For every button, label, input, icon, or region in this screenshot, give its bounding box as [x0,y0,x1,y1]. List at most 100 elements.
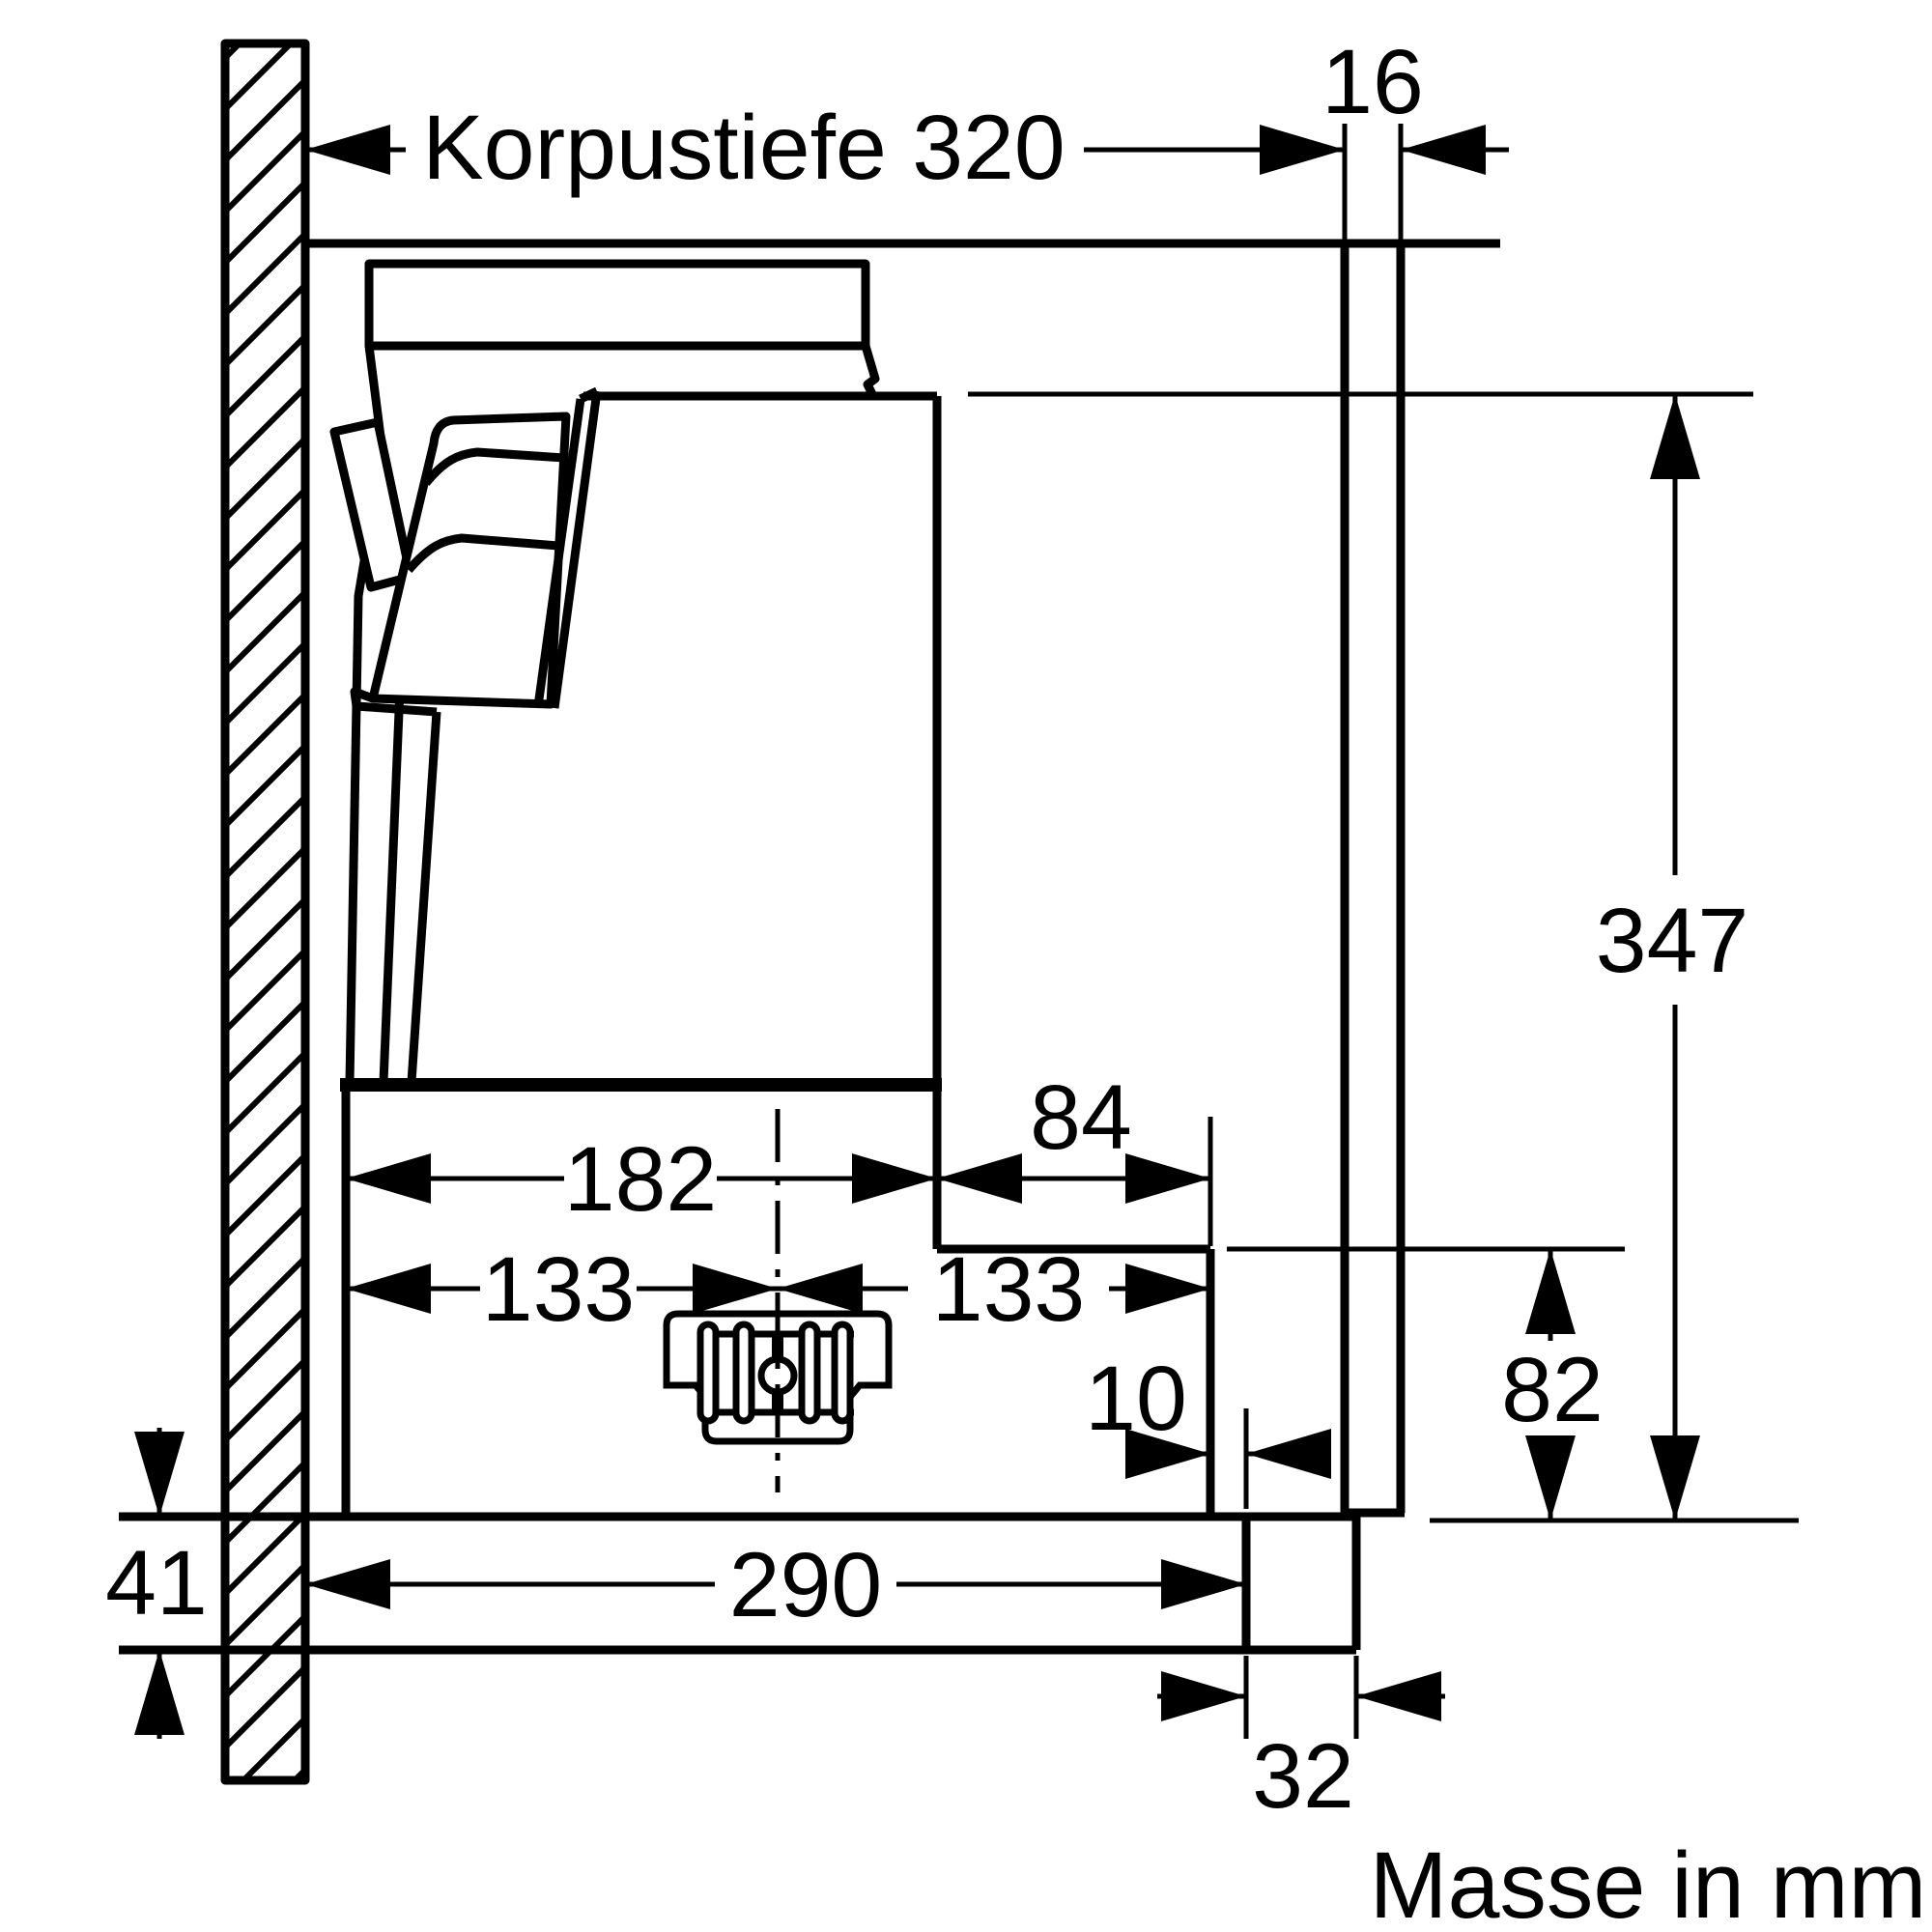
dimension-32 [1157,1656,1445,1739]
hatch-line [225,1511,305,1597]
arrowhead-left-icon [1401,125,1486,175]
arrowhead-left-icon [1246,1429,1331,1479]
pullout-rear-strip-inner [550,390,602,709]
hatch-line [225,128,305,214]
dimension-82 [1227,1246,1625,1520]
hatch-line [225,845,305,931]
arrowhead-right-icon [1161,1671,1246,1721]
hatch-line [225,1408,305,1494]
hatch-line [225,1101,305,1187]
hatch-line [225,640,305,726]
arrowhead-up-icon [134,1650,185,1735]
hatch-line [225,896,305,982]
hatch-line [225,1306,305,1392]
damper-rib-3 [798,1321,821,1425]
dimension-41 [134,1428,185,1739]
depth-290-label: 290 [729,1534,883,1636]
damper-rib-2 [732,1321,755,1425]
hatch-line [225,948,305,1034]
offset-133-right-label: 133 [932,1238,1086,1341]
gap-10-label: 10 [1085,1348,1187,1450]
korpustiefe-label: Korpustiefe 320 [422,97,1065,199]
hatch-line [225,743,305,829]
arrowhead-left-icon [346,1264,431,1314]
hatch-line [225,692,305,778]
dimension-10 [1125,1408,1331,1509]
plenum-box [364,259,870,351]
hatch-line [225,282,305,368]
hatch-line [225,794,305,880]
hatch-line [225,487,305,573]
offset-133-left-label: 133 [482,1238,636,1341]
damper-rib-4 [831,1321,854,1425]
hatch-line [225,589,305,675]
dimension-290 [305,1559,1246,1609]
height-347-label: 347 [1596,890,1749,992]
hatch-line [225,1357,305,1443]
cabinet-structure [119,239,1500,1655]
depth-182-label: 182 [564,1128,718,1231]
thickness-41-label: 41 [105,1532,208,1634]
arrowhead-left-icon [346,1153,431,1204]
hatch-line [225,999,305,1085]
hatch-line [225,1460,305,1546]
hatch-line [225,1255,305,1341]
hatch-line [225,333,305,419]
hatch-line [225,1664,305,1750]
arrowhead-left-icon [305,1559,390,1609]
hatch-line [225,1152,305,1238]
arrowhead-right-icon [1125,1153,1210,1204]
dimension-16 [1342,124,1509,243]
hatch-line [225,43,244,61]
hatch-line [239,1716,305,1780]
hatch-line [225,1204,305,1290]
hatch-line [225,1050,305,1136]
panel-16-label: 16 [1321,31,1424,133]
dimension-labels: Korpustiefe 320 16 347 182 84 133 133 10… [105,31,1926,1932]
hood-unit [329,259,1215,1517]
hatch-line [225,43,296,112]
flap-fold-lower [405,533,559,573]
arrowhead-right-icon [852,1153,937,1204]
dimension-84 [937,1117,1213,1246]
arrowhead-down-icon [134,1432,185,1517]
hatch-line [225,231,305,317]
hatch-line [225,1562,305,1648]
arrowhead-right-icon [693,1264,778,1314]
arrowhead-down-icon [1525,1435,1576,1520]
arrowhead-right-icon [1161,1559,1246,1609]
dimension-korpustiefe [305,125,1345,175]
hatch-line [225,538,305,624]
units-note: Masse in mm [1370,1833,1927,1932]
arrowhead-left-icon [778,1264,863,1314]
flap-fold-upper [422,447,565,486]
pullout-rear-strip-outer [533,398,585,707]
arrowhead-left-icon [305,125,390,175]
dimension-133-right [778,1264,1210,1314]
width-32-label: 32 [1252,1725,1354,1828]
arrowhead-down-icon [1650,1435,1700,1520]
height-82-label: 82 [1501,1339,1604,1441]
flap-tail-line [407,711,441,1083]
wall-bracket [329,417,415,592]
wall-section [220,39,310,1785]
depth-84-label: 84 [1030,1066,1132,1169]
dimension-133-left [346,1264,778,1314]
wall-hatching [225,43,305,1780]
dimension-182 [346,1153,937,1204]
arrowhead-left-icon [1356,1671,1441,1721]
hatch-line [225,384,305,470]
dimension-347 [968,391,1799,1523]
hatch-line [225,77,305,163]
wall-outline [220,39,310,1785]
damper-rib-1 [696,1321,720,1425]
plenum-notch [861,344,880,399]
arrowhead-up-icon [1525,1249,1576,1334]
arrowhead-right-icon [1260,125,1345,175]
arrowhead-right-icon [1125,1264,1210,1314]
rear-inner-line [379,688,405,1083]
hatch-line [225,436,305,522]
hatch-line [225,1613,305,1699]
